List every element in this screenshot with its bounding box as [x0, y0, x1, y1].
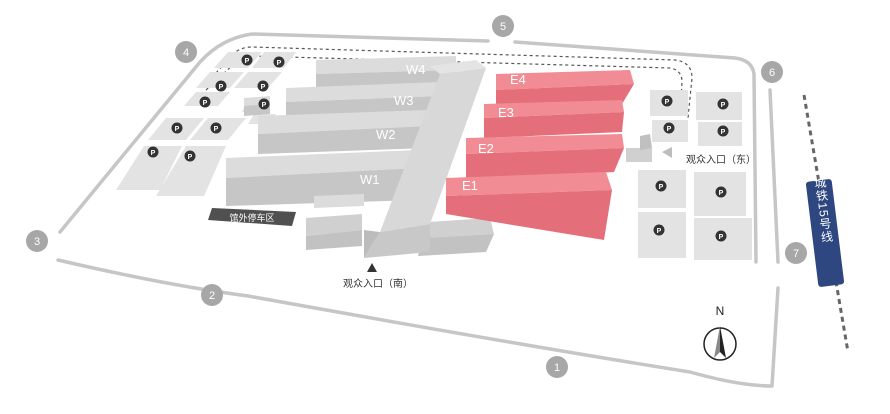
- east-halls: [446, 70, 634, 240]
- parking-lot: [234, 72, 282, 88]
- svg-text:P: P: [219, 84, 224, 91]
- svg-text:P: P: [151, 150, 156, 157]
- svg-text:P: P: [175, 126, 180, 133]
- roads: [56, 32, 780, 388]
- svg-text:P: P: [261, 84, 266, 91]
- compass-needle-shade: [714, 326, 720, 358]
- parking-p-icon: P: [661, 95, 673, 107]
- svg-text:5: 5: [500, 21, 506, 33]
- hall-w2: [258, 110, 428, 154]
- parking-p-icon: P: [257, 80, 269, 92]
- central-concourse: [364, 60, 486, 258]
- parking-p-icon: P: [715, 230, 727, 242]
- road-northwest: [58, 32, 490, 234]
- west-halls: [226, 56, 494, 258]
- parking-lot: [116, 146, 182, 190]
- svg-text:P: P: [665, 99, 670, 106]
- parking-p-icon: P: [663, 122, 675, 134]
- hall-w1: [226, 150, 418, 206]
- parking-p-icon: P: [717, 125, 729, 137]
- gate-badges: 1 2 3 4 5 6 7: [26, 15, 807, 378]
- entrance-arrow-icon: [662, 147, 672, 158]
- parking-p-icon: P: [215, 80, 227, 92]
- parking-p-icon: P: [241, 54, 253, 66]
- gate-badge-5: 5: [492, 15, 514, 37]
- parking-p-icon: P: [258, 98, 270, 110]
- hall-label-e4: E4: [510, 72, 526, 87]
- road-south: [56, 258, 780, 388]
- entrance-arrow-icon: [367, 263, 377, 272]
- svg-text:4: 4: [183, 47, 189, 59]
- parking-p-icon: P: [171, 122, 183, 134]
- entrance-east: 观众入口（东）: [662, 147, 756, 166]
- compass-north-label: N: [716, 304, 725, 318]
- parking-lot: [156, 146, 226, 196]
- hall-label-w1: W1: [360, 172, 380, 187]
- metro-label-box: 城铁15号线: [805, 175, 845, 287]
- svg-text:P: P: [657, 228, 662, 235]
- hall-e1: [446, 172, 612, 240]
- hall-e3: [484, 100, 624, 138]
- hall-label-w2: W2: [376, 127, 396, 142]
- entrance-south-label: 观众入口（南）: [343, 277, 413, 290]
- parking-p-icon: P: [273, 56, 285, 68]
- hall-e2: [466, 134, 624, 180]
- svg-text:6: 6: [769, 67, 775, 79]
- parking-lot: [196, 72, 244, 88]
- parking-lot: [638, 212, 686, 258]
- svg-text:2: 2: [209, 290, 215, 302]
- svg-text:3: 3: [34, 236, 40, 248]
- svg-text:P: P: [667, 126, 672, 133]
- entrance-east-label: 观众入口（东）: [686, 153, 756, 166]
- parking-p-icon: P: [715, 186, 727, 198]
- gate-badge-4: 4: [175, 41, 197, 63]
- svg-text:P: P: [188, 154, 193, 161]
- gate-badge-1: 1: [546, 356, 568, 378]
- hall-label-e3: E3: [498, 105, 514, 120]
- svg-text:7: 7: [793, 248, 799, 260]
- road-east-inner: [513, 40, 758, 264]
- parking-p-icon: P: [210, 122, 222, 134]
- compass: N: [703, 304, 737, 361]
- svg-text:1: 1: [554, 362, 560, 374]
- road-east-outer: [768, 88, 780, 264]
- outdoor-parking-label: 馆外停车区: [208, 208, 296, 226]
- parking-p-icon: P: [184, 150, 196, 162]
- svg-text:P: P: [277, 60, 282, 67]
- gate-badge-6: 6: [761, 61, 783, 83]
- svg-text:P: P: [721, 102, 726, 109]
- gate-badge-3: 3: [26, 230, 48, 252]
- parking-p-icon: P: [653, 224, 665, 236]
- parking-p-icon: P: [147, 146, 159, 158]
- compass-needle-icon: [720, 326, 726, 358]
- hall-label-w4: W4: [406, 62, 426, 77]
- svg-text:P: P: [203, 100, 208, 107]
- parking-lots-east: [638, 90, 752, 260]
- parking-p-icon: P: [199, 96, 211, 108]
- gate-badge-2: 2: [201, 284, 223, 306]
- svg-text:P: P: [214, 126, 219, 133]
- east-entrance-building: [626, 134, 652, 162]
- gate-badge-7: 7: [785, 242, 807, 264]
- svg-text:P: P: [719, 234, 724, 241]
- svg-text:P: P: [245, 58, 250, 65]
- svg-text:P: P: [721, 129, 726, 136]
- svg-text:P: P: [659, 184, 664, 191]
- svg-text:P: P: [719, 190, 724, 197]
- hall-label-e1: E1: [462, 178, 478, 193]
- outdoor-parking-text: 馆外停车区: [229, 212, 274, 223]
- hall-label-w3: W3: [394, 93, 414, 108]
- hall-labels: W4 W3 W2 W1 E4 E3 E2 E1: [360, 62, 526, 193]
- svg-text:P: P: [262, 102, 267, 109]
- hall-south-annex: [306, 194, 494, 256]
- parking-markers: P P P P P P P P P P P P P P P P P P: [147, 54, 729, 242]
- hall-label-e2: E2: [478, 141, 494, 156]
- entrance-south: 观众入口（南）: [343, 263, 413, 290]
- parking-p-icon: P: [655, 180, 667, 192]
- parking-p-icon: P: [717, 98, 729, 110]
